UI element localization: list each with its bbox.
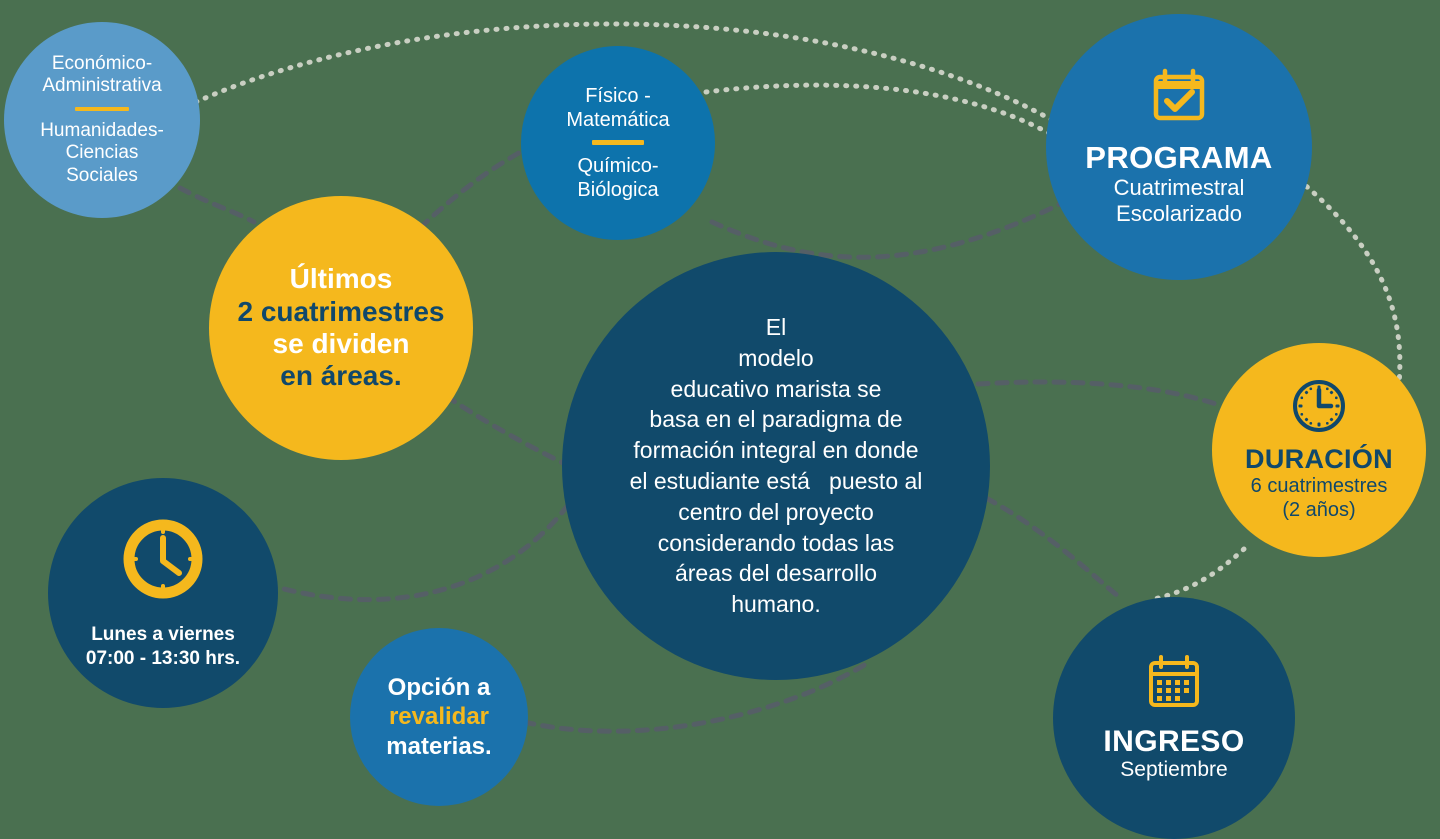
node-ciencias[interactable]: Físico - Matemática Químico- Biólogica <box>521 46 715 240</box>
calendar-check-icon <box>1149 67 1209 132</box>
ingreso-sub-1: Septiembre <box>1120 757 1228 781</box>
clock-outline-icon <box>1291 378 1347 439</box>
clock-filled-icon <box>120 516 206 607</box>
ultimos-line-3: se dividen <box>272 328 410 359</box>
connector-duracion-to-ingreso <box>1147 546 1247 603</box>
ciencias-divider <box>592 140 644 145</box>
ingreso-title: INGRESO <box>1103 725 1245 759</box>
node-programa[interactable]: PROGRAMA Cuatrimestral Escolarizado <box>1046 14 1312 280</box>
areas-line-2: Administrativa <box>42 75 162 97</box>
connector-programa-to-duracion <box>1296 177 1403 431</box>
connector-ciencias-to-center <box>709 201 1063 260</box>
ultimos-line-4: en áreas. <box>280 360 402 392</box>
ciencias-line-3: Químico- <box>577 155 659 177</box>
center-line-1: El <box>765 313 787 340</box>
connector-ciencias-to-programa <box>703 82 1057 139</box>
center-line-3: educativo marista se <box>670 375 882 402</box>
node-horario[interactable]: Lunes a viernes 07:00 - 13:30 hrs. <box>48 478 278 708</box>
connector-areas-to-ultimos <box>177 185 257 225</box>
revalidar-line-3: materias. <box>386 732 492 760</box>
ultimos-line-2: 2 cuatrimestres <box>237 295 445 327</box>
areas-line-4: Ciencias <box>65 142 139 164</box>
center-line-2: modelo <box>738 344 814 371</box>
revalidar-line-1: Opción a <box>387 674 491 702</box>
center-line-7: centro del proyecto <box>678 498 874 525</box>
areas-divider <box>75 106 129 111</box>
connector-revalidar-to-center <box>521 661 869 734</box>
connector-center-to-ingreso <box>983 495 1121 599</box>
node-areas[interactable]: Económico- Administrativa Humanidades- C… <box>4 22 200 218</box>
ciencias-line-2: Matemática <box>566 109 670 131</box>
center-line-9: áreas del desarrollo <box>674 560 877 587</box>
duracion-sub-1: 6 cuatrimestres <box>1250 474 1388 497</box>
duracion-sub-2: (2 años) <box>1282 498 1356 521</box>
connector-center-to-duracion <box>975 379 1219 407</box>
areas-line-3: Humanidades- <box>40 119 164 141</box>
center-line-4: basa en el paradigma de <box>649 406 903 433</box>
center-line-5: formación integral en donde <box>633 437 919 464</box>
connector-horario-to-center <box>263 479 587 603</box>
revalidar-line-2: revalidar <box>388 703 490 731</box>
horario-line-1: Lunes a viernes <box>91 623 235 645</box>
programa-sub-1: Cuatrimestral <box>1113 174 1245 200</box>
programa-title: PROGRAMA <box>1085 140 1273 176</box>
node-revalidar[interactable]: Opción a revalidar materias. <box>350 628 528 806</box>
center-line-6: el estudiante está puesto al <box>629 468 923 494</box>
areas-line-5: Sociales <box>66 164 138 186</box>
programa-sub-2: Escolarizado <box>1116 200 1242 226</box>
duracion-title: DURACIÓN <box>1245 444 1393 475</box>
ciencias-line-4: Biólogica <box>577 179 659 201</box>
connector-ultimos-to-ciencias <box>417 147 527 231</box>
horario-line-2: 07:00 - 13:30 hrs. <box>85 647 241 669</box>
calendar-grid-icon <box>1145 653 1203 716</box>
node-ingreso[interactable]: INGRESO Septiembre <box>1053 597 1295 839</box>
node-center-statement[interactable]: El modelo educativo marista se basa en e… <box>562 252 990 680</box>
connector-areas-to-programa <box>193 21 1055 123</box>
ultimos-line-1: Últimos <box>289 263 393 295</box>
node-ultimos[interactable]: Últimos 2 cuatrimestres se dividen en ár… <box>209 196 473 460</box>
areas-line-1: Económico- <box>51 52 153 74</box>
center-line-10: humano. <box>731 591 821 618</box>
ciencias-line-1: Físico - <box>585 85 651 107</box>
node-duracion[interactable]: DURACIÓN 6 cuatrimestres (2 años) <box>1212 343 1426 557</box>
center-line-8: considerando todas las <box>657 529 895 556</box>
